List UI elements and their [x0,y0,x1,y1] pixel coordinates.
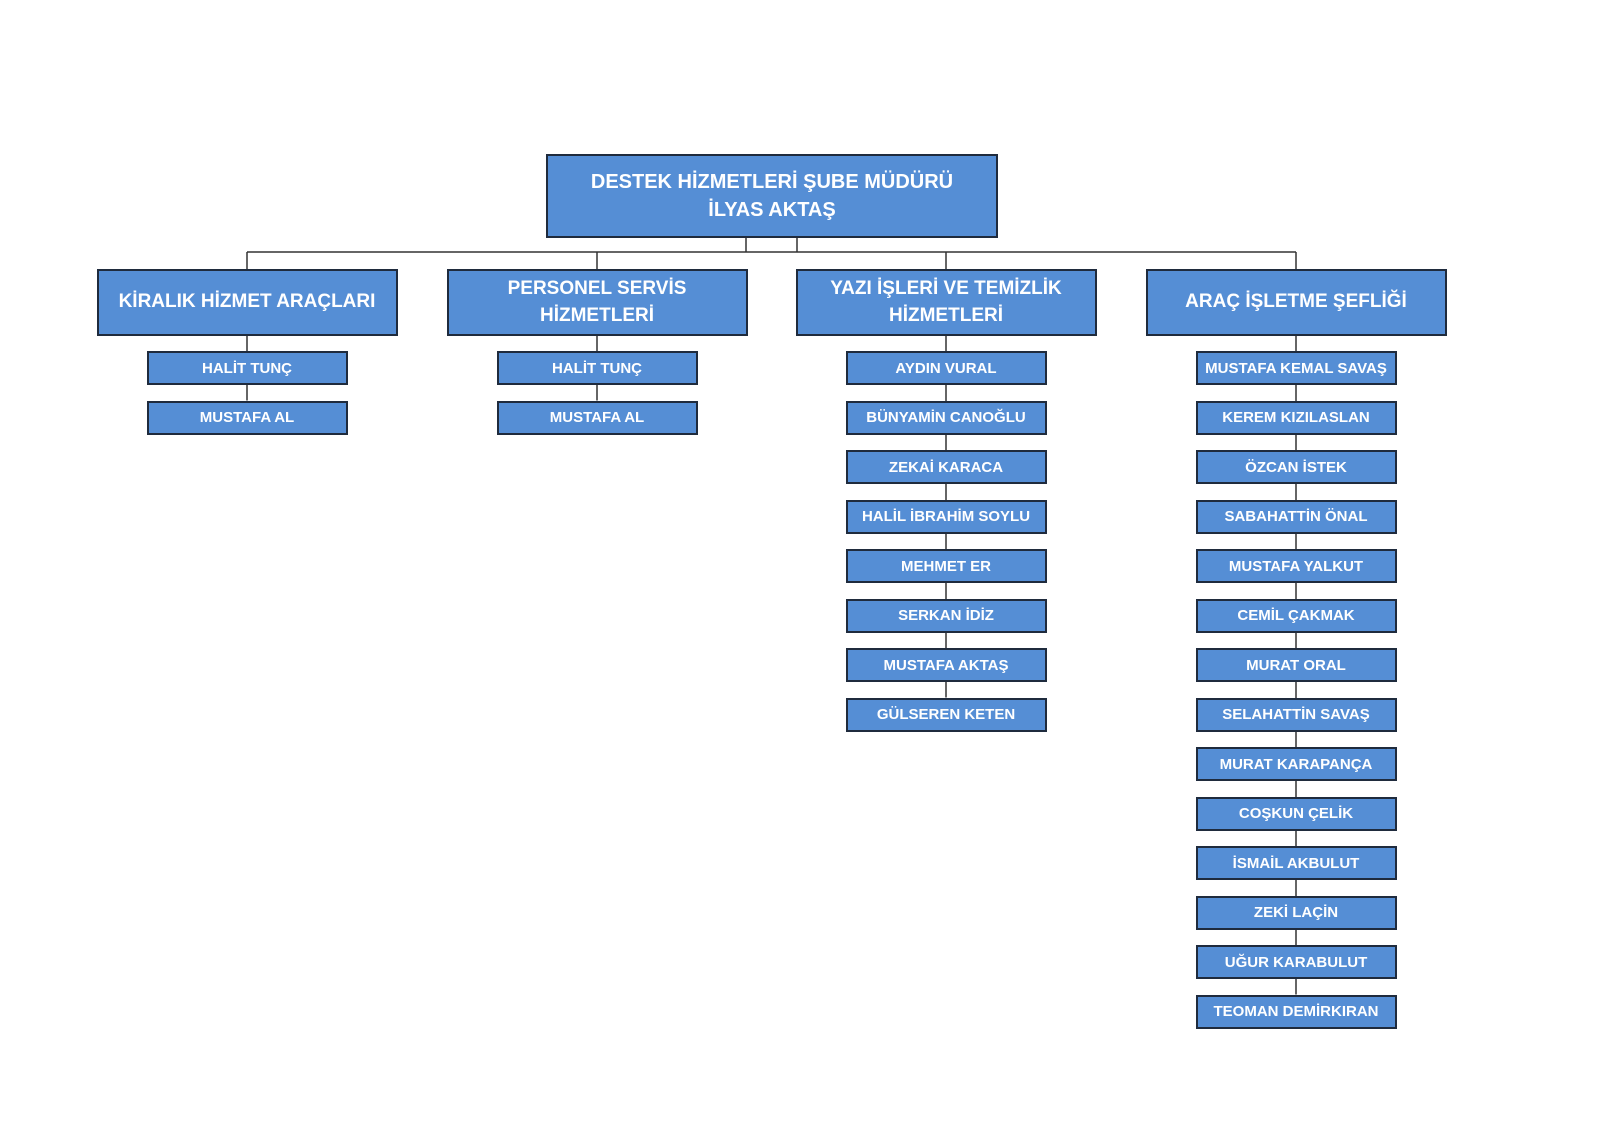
member-node: MURAT ORAL [1195,648,1397,682]
member-node: MUSTAFA AL [496,400,698,435]
root-person: İLYAS AKTAŞ [708,199,836,221]
department-node: YAZI İŞLERİ VE TEMİZLİK HİZMETLERİ [795,269,1097,336]
member-node: TEOMAN DEMİRKIRAN [1195,994,1397,1029]
member-node: HALİT TUNÇ [496,351,698,385]
member-node: ZEKAİ KARACA [845,450,1047,484]
department-node: KİRALIK HİZMET ARAÇLARI [96,269,398,336]
department-node: PERSONEL SERVİS HİZMETLERİ [446,269,748,336]
member-node: KEREM KIZILASLAN [1195,400,1397,435]
member-node: MUSTAFA AKTAŞ [845,648,1047,682]
member-node: MURAT KARAPANÇA [1195,747,1397,781]
member-node: HALİT TUNÇ [146,351,348,385]
member-node: ÖZCAN İSTEK [1195,450,1397,484]
member-node: UĞUR KARABULUT [1195,945,1397,979]
member-node: İSMAİL AKBULUT [1195,846,1397,880]
member-node: SERKAN İDİZ [845,598,1047,633]
member-node: SABAHATTİN ÖNAL [1195,499,1397,534]
member-node: ZEKİ LAÇİN [1195,895,1397,930]
member-node: HALİL İBRAHİM SOYLU [845,499,1047,534]
member-node: AYDIN VURAL [845,351,1047,385]
member-node: MUSTAFA KEMAL SAVAŞ [1195,351,1397,385]
member-node: CEMİL ÇAKMAK [1195,598,1397,633]
root-node-branch-manager: DESTEK HİZMETLERİ ŞUBE MÜDÜRÜ İLYAS AKTA… [546,154,998,238]
member-node: MUSTAFA AL [146,400,348,435]
member-node: GÜLSEREN KETEN [845,697,1047,732]
department-node: ARAÇ İŞLETME ŞEFLİĞİ [1145,269,1447,336]
member-node: MEHMET ER [845,549,1047,583]
member-node: SELAHATTİN SAVAŞ [1195,697,1397,732]
member-node: COŞKUN ÇELİK [1195,796,1397,831]
member-node: BÜNYAMİN CANOĞLU [845,400,1047,435]
root-title: DESTEK HİZMETLERİ ŞUBE MÜDÜRÜ [590,171,954,193]
member-node: MUSTAFA YALKUT [1195,549,1397,583]
